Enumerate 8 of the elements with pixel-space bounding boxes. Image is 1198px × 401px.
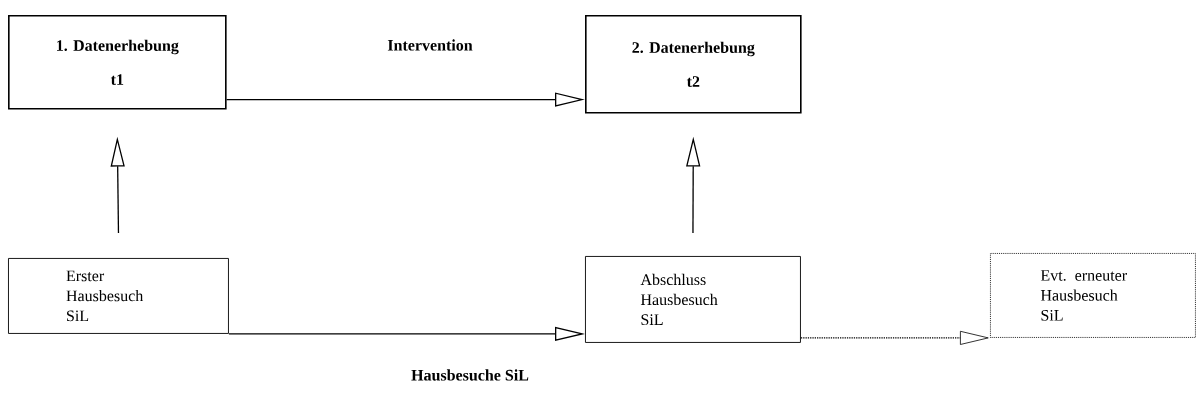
arrow (800, 330, 989, 345)
optional-process-box: Evt. erneuter Hausbesuch SiL (990, 253, 1196, 338)
edge-label: Hausbesuche SiL (410, 368, 530, 382)
edge-label: Intervention (386, 38, 474, 52)
data-collection-box: 1. Datenerhebung t1 (8, 15, 227, 110)
process-box: Erster Hausbesuch SiL (8, 258, 229, 334)
process-box: Abschluss Hausbesuch SiL (585, 256, 801, 343)
data-collection-box: 2. Datenerhebung t2 (585, 15, 802, 114)
